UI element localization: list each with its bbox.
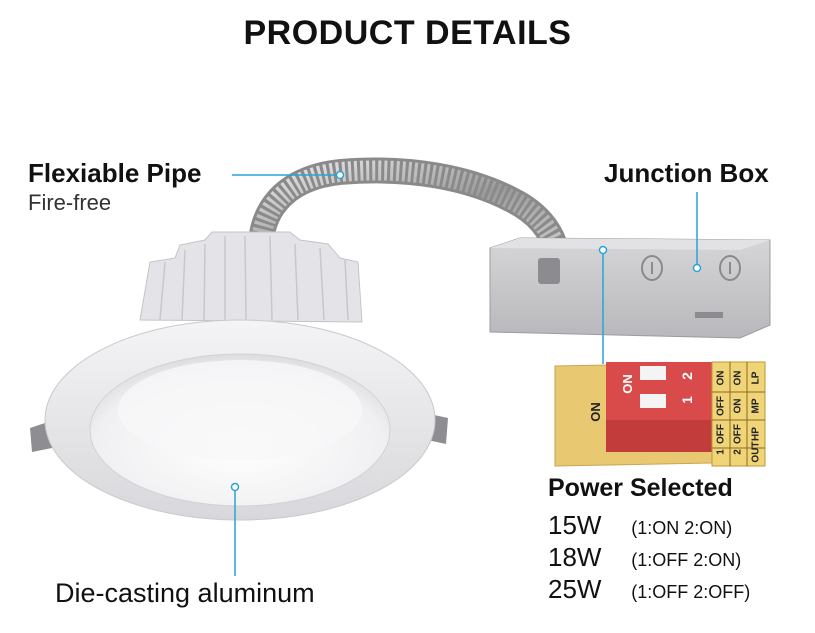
pipe-sublabel: Fire-free (28, 190, 112, 215)
power-selected-title: Power Selected (548, 474, 733, 502)
die-casting-label: Die-casting aluminum (55, 578, 315, 608)
dip-toggle-2 (640, 394, 666, 408)
dip-table-cell: 2 (733, 449, 744, 455)
dip-table-cell: HP (751, 427, 762, 441)
dip-table-cell: 1 (716, 449, 727, 455)
dip-toggle-1 (640, 366, 666, 380)
dip-side-label: ON (588, 402, 603, 422)
power-config: (1:OFF 2:OFF) (631, 582, 751, 602)
power-config: (1:OFF 2:ON) (631, 550, 742, 570)
power-watt: 25W (548, 574, 602, 604)
downlight-trim (44, 319, 436, 521)
dip-on-label: ON (620, 374, 635, 394)
dip-table-cell: MP (751, 398, 762, 413)
dip-table-cell: OFF (733, 424, 744, 444)
dip-number-2: 2 (679, 372, 695, 380)
flexible-pipe (247, 157, 571, 275)
dip-table-cell: OUT (751, 441, 762, 462)
pipe-label: Flexiable Pipe (28, 158, 202, 188)
dip-table-cell: ON (733, 371, 744, 386)
dip-table-cell: OFF (716, 396, 727, 416)
dip-switch-board (554, 361, 766, 467)
junction-box-label: Junction Box (604, 158, 769, 188)
dip-table-cell: ON (733, 399, 744, 414)
power-option-row: 15W (1:ON 2:ON) (548, 510, 732, 541)
dip-table-cell: OFF (716, 424, 727, 444)
power-option-row: 18W (1:OFF 2:ON) (548, 542, 741, 573)
power-option-row: 25W (1:OFF 2:OFF) (548, 574, 750, 605)
power-config: (1:ON 2:ON) (631, 518, 733, 538)
power-watt: 15W (548, 510, 602, 540)
dip-table-cell: LP (751, 371, 762, 384)
page-title: PRODUCT DETAILS (243, 14, 572, 52)
heat-sink (139, 231, 363, 323)
junction-box (489, 237, 771, 339)
power-watt: 18W (548, 542, 602, 572)
dip-number-1: 1 (679, 396, 695, 404)
callout-lines (230, 170, 702, 576)
dip-table-cell: ON (716, 371, 727, 386)
